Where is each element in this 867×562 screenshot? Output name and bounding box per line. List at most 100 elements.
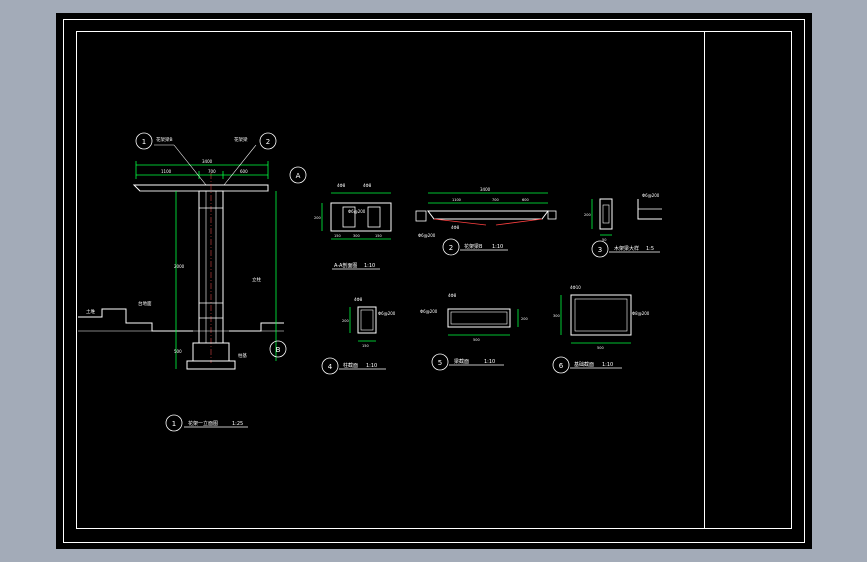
joist-title: 木架梁大样 <box>614 245 639 252</box>
joist-title-circle <box>591 240 609 258</box>
drawing-sheet: 1 2 A B 花架梁B 花架梁 3400 1100 700 600 2000 … <box>63 19 805 543</box>
beam-b-red-2 <box>495 218 543 226</box>
beam-b-rebar: 4Φ8 <box>451 225 460 230</box>
beam-b-title-circle <box>442 238 460 256</box>
elev-dim-500: 500 <box>174 349 182 354</box>
elev-callout-b: B <box>276 346 281 354</box>
colsec-inner <box>360 309 374 331</box>
beamsec-outer <box>447 308 511 328</box>
elev-callout-circle-2 <box>259 132 277 150</box>
section-aa-drawing <box>321 192 392 270</box>
elev-callout-circle-b <box>269 340 287 358</box>
elev-dim-700: 700 <box>208 169 216 174</box>
beamsec-scale: 1:10 <box>484 359 495 365</box>
joist-dim-50: 50 <box>602 238 606 242</box>
beamsec-title: 梁截面 <box>454 358 469 365</box>
outer-border <box>63 19 805 543</box>
elev-ground-label: 土堆 <box>86 308 95 315</box>
beam-b-end-r <box>547 210 557 220</box>
column-section-drawing <box>321 306 386 375</box>
colsec-dim-200: 200 <box>342 319 349 323</box>
beamsec-rebar: 4Φ8 <box>448 293 457 298</box>
aa-scale: 1:10 <box>364 263 375 269</box>
beamsec-dim-500: 500 <box>473 338 480 342</box>
elev-top-beam <box>132 184 269 192</box>
footing-inner <box>574 298 628 332</box>
footing-title-circle <box>552 356 570 374</box>
colsec-title-circle <box>321 357 339 375</box>
aa-dim-150-a: 150 <box>334 234 341 238</box>
aa-rebar-left: 4Φ8 <box>337 183 346 188</box>
beamsec-dim-200: 200 <box>521 317 528 321</box>
aa-stirrup: Φ6@200 <box>348 209 366 214</box>
joist-inner <box>602 204 610 224</box>
elev-leader-2 <box>173 144 207 186</box>
beam-b-stirrup: Φ6@200 <box>418 233 436 238</box>
elev-title-circle <box>165 414 183 432</box>
aa-rebar-right: 4Φ8 <box>363 183 372 188</box>
beam-b-scale: 1:10 <box>492 244 503 250</box>
aa-outer <box>330 202 392 232</box>
inner-border <box>76 31 792 529</box>
footing-outer <box>570 294 632 336</box>
elev-scale: 1:25 <box>232 421 243 427</box>
beamsec-stirrup: Φ6@200 <box>420 309 438 314</box>
beam-b-drawing <box>415 192 557 256</box>
footing-section-drawing <box>552 294 632 374</box>
beam-b-title: 花架梁B <box>464 243 483 250</box>
elev-finish-label: 台地面 <box>138 300 152 307</box>
footing-scale: 1:10 <box>602 362 613 368</box>
elev-footing <box>186 360 236 370</box>
elev-base-label: 柱基 <box>238 352 247 359</box>
colsec-rebar: 4Φ8 <box>354 297 363 302</box>
aa-dim-300: 300 <box>353 234 360 238</box>
colsec-title: 柱截面 <box>343 362 358 369</box>
elev-lintel-tag: 花架梁 <box>234 136 248 143</box>
colsec-title-num: 4 <box>328 363 333 371</box>
joist-detail-drawing <box>591 198 662 258</box>
joist-bracket <box>637 199 662 220</box>
aa-right-post <box>367 206 381 228</box>
beam-section-drawing <box>431 308 519 371</box>
joist-dim-200: 200 <box>584 213 591 217</box>
cad-drawing-viewport[interactable]: 1 2 A B 花架梁B 花架梁 3400 1100 700 600 2000 … <box>56 13 812 549</box>
beamsec-title-circle <box>431 353 449 371</box>
beam-b-outline <box>427 210 549 220</box>
footing-title-num: 6 <box>559 362 564 370</box>
footing-rebar: 4Φ10 <box>570 285 581 290</box>
beamsec-inner <box>450 311 508 325</box>
elevation-drawing <box>78 132 307 432</box>
colsec-dim-150: 150 <box>362 344 369 348</box>
elev-dim-1100: 1100 <box>161 169 172 174</box>
colsec-stirrup: Φ6@200 <box>378 311 396 316</box>
beam-b-end-l <box>415 210 427 222</box>
beamsec-title-num: 5 <box>438 359 442 367</box>
elev-ground-left <box>78 308 193 332</box>
footing-dim-300: 300 <box>553 314 560 318</box>
elev-dim-2000: 2000 <box>174 264 185 269</box>
elev-title-num: 1 <box>172 420 176 428</box>
aa-left-post <box>342 206 356 228</box>
elev-callout-circle-1 <box>135 132 153 150</box>
beam-b-red-1 <box>433 218 487 226</box>
beam-b-dim-1100: 1100 <box>452 198 461 202</box>
joist-rect <box>599 198 613 230</box>
elev-leader-3 <box>223 144 257 186</box>
footing-stirrup: Φ8@200 <box>632 311 650 316</box>
aa-dim-200: 200 <box>314 216 321 220</box>
footing-title: 基础截面 <box>574 361 594 368</box>
footing-dim-500: 500 <box>597 346 604 350</box>
elev-column-label: 立柱 <box>252 276 261 283</box>
beam-b-dim-600: 600 <box>522 198 529 202</box>
elev-dim-total: 3400 <box>202 159 213 164</box>
colsec-scale: 1:10 <box>366 363 377 369</box>
elev-title: 花架一立面图 <box>188 420 218 427</box>
elev-dim-600: 600 <box>240 169 248 174</box>
elev-callout-circle-a <box>289 166 307 184</box>
beam-b-dim-total: 3400 <box>480 187 491 192</box>
elev-beam-tag: 花架梁B <box>156 136 173 143</box>
joist-stirrup: Φ6@200 <box>642 193 660 198</box>
aa-dim-150-b: 150 <box>375 234 382 238</box>
elev-callout-a: A <box>296 172 301 180</box>
beam-b-dim-700: 700 <box>492 198 499 202</box>
